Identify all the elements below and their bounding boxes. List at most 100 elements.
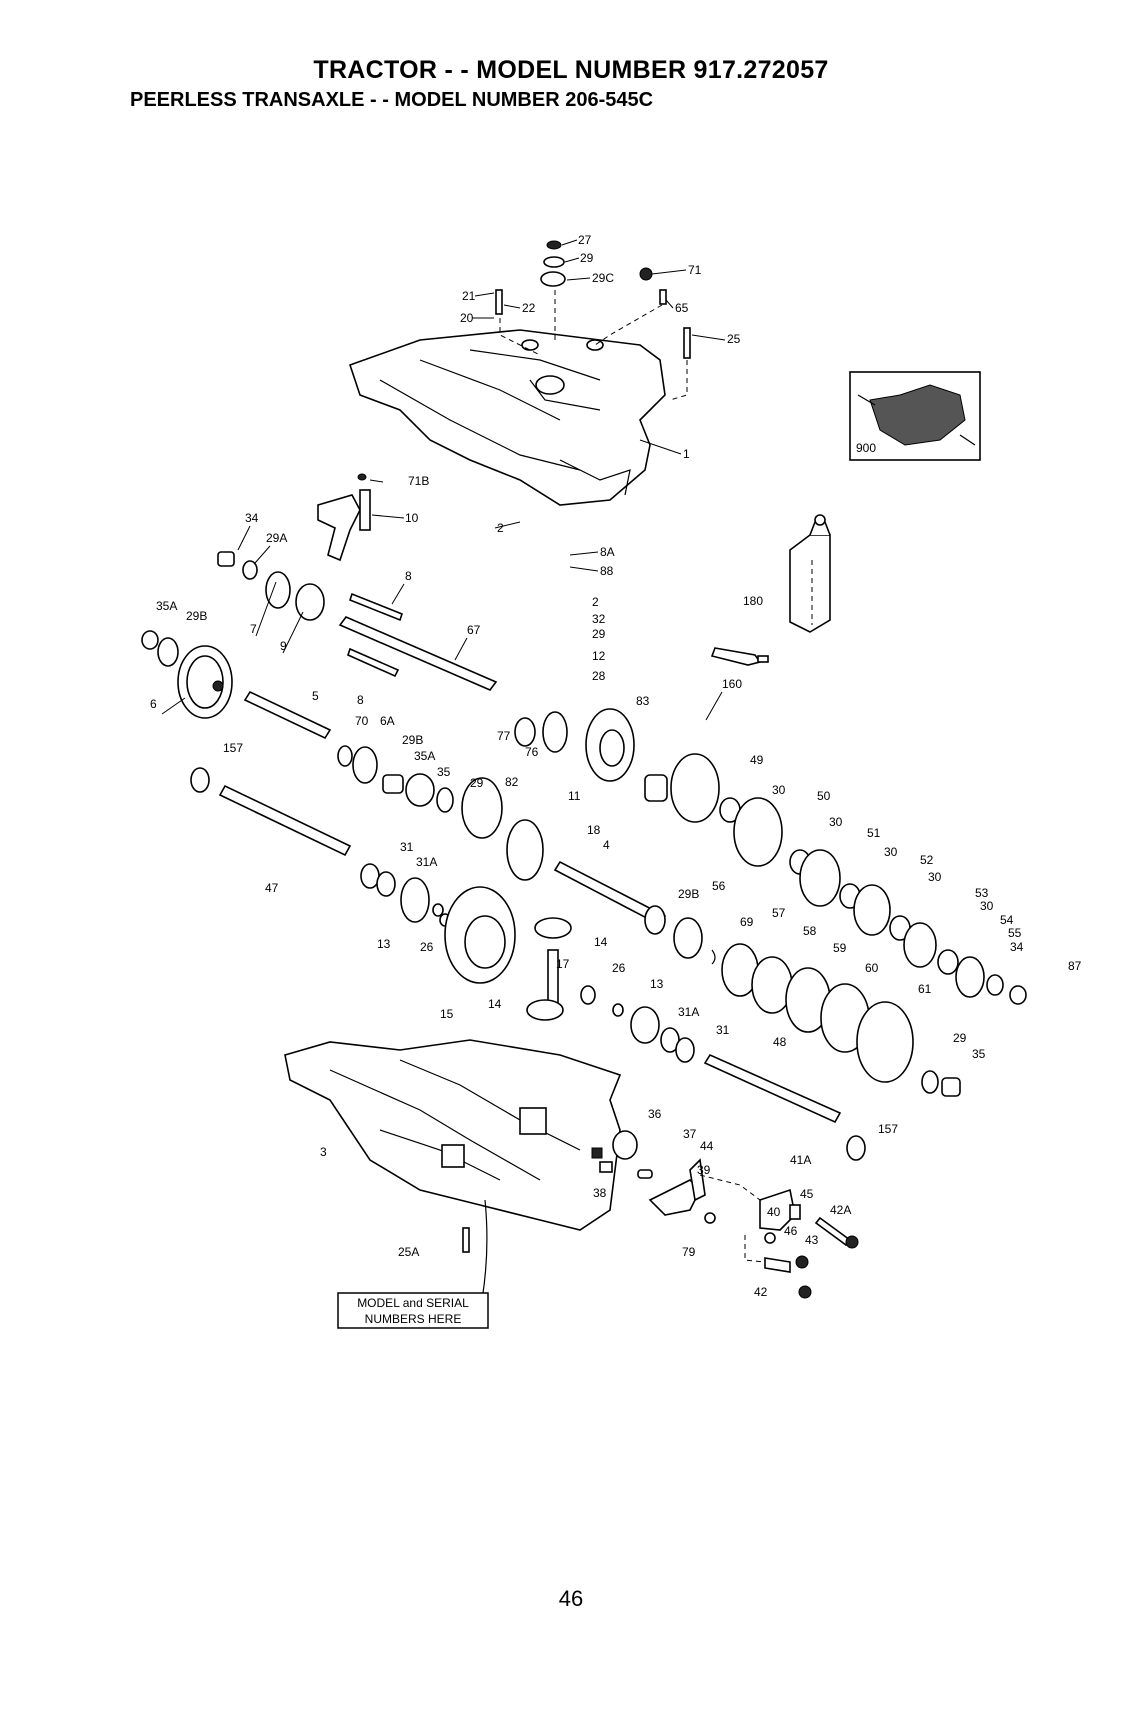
part-label: 31 <box>400 840 414 854</box>
top-hardware <box>495 240 691 401</box>
upper-housing <box>348 329 666 506</box>
shift-fork <box>317 473 371 562</box>
part-label: 60 <box>865 961 879 975</box>
part-label: 1 <box>683 447 690 461</box>
part-label: 13 <box>650 977 664 991</box>
part-label: 56 <box>712 879 726 893</box>
part-label: 70 <box>355 714 369 728</box>
part-label: 29 <box>470 776 484 790</box>
part-label: 6A <box>380 714 395 728</box>
part-label: 35 <box>972 1047 986 1061</box>
part-label: 29C <box>592 271 614 285</box>
part-label: 29 <box>953 1031 967 1045</box>
part-label: 42A <box>830 1203 851 1217</box>
part-label: 79 <box>682 1245 696 1259</box>
part-label: 26 <box>612 961 626 975</box>
part-label: 41A <box>790 1153 811 1167</box>
part-label: 58 <box>803 924 817 938</box>
part-label: 21 <box>462 289 476 303</box>
page-number: 46 <box>558 1586 584 1611</box>
part-label: 5 <box>312 689 319 703</box>
part-label: 8 <box>357 693 364 707</box>
part-label: 35 <box>437 765 451 779</box>
brake-assembly <box>591 1130 859 1299</box>
part-label: 51 <box>867 826 881 840</box>
part-label: 157 <box>223 741 243 755</box>
part-label: 34 <box>245 511 259 525</box>
left-gear-cluster <box>141 551 325 719</box>
part-label: 35A <box>414 749 435 763</box>
part-label: 40 <box>767 1205 781 1219</box>
part-label: 29A <box>266 531 287 545</box>
part-label: 25A <box>398 1245 419 1259</box>
part-label: 53 <box>975 886 989 900</box>
part-label: 43 <box>805 1233 819 1247</box>
part-label: 29B <box>402 733 423 747</box>
part-label: 83 <box>636 694 650 708</box>
part-label: 11 <box>568 789 581 803</box>
middle-gears <box>337 708 1027 1005</box>
part-label: 13 <box>377 937 391 951</box>
part-label: 29 <box>592 627 606 641</box>
part-label: 9 <box>280 639 287 653</box>
part-label: 29 <box>580 251 594 265</box>
inset-transaxle-box <box>849 371 981 461</box>
part-label: 48 <box>773 1035 787 1049</box>
shafts <box>218 592 842 1124</box>
part-label: 30 <box>884 845 898 859</box>
part-label: 4 <box>603 838 610 852</box>
page-title: TRACTOR - - MODEL NUMBER 917.272057 <box>313 56 829 84</box>
part-label: 45 <box>800 1187 814 1201</box>
oil-bottle <box>789 514 831 633</box>
part-label: 31 <box>716 1023 730 1037</box>
part-label: 28 <box>592 669 606 683</box>
part-label: 29B <box>678 887 699 901</box>
part-label: 30 <box>772 783 786 797</box>
part-label: 15 <box>440 1007 454 1021</box>
page-subtitle: PEERLESS TRANSAXLE - - MODEL NUMBER 206-… <box>130 89 654 111</box>
part-label: 31A <box>678 1005 699 1019</box>
part-label: 57 <box>772 906 786 920</box>
part-label: 71 <box>688 263 702 277</box>
part-label: 10 <box>405 511 419 525</box>
part-label: 35A <box>156 599 177 613</box>
model-serial-notice: MODEL and SERIAL NUMBERS HERE <box>337 1292 489 1329</box>
part-label: 61 <box>918 982 932 996</box>
part-label: 30 <box>829 815 843 829</box>
lower-housing <box>284 1039 622 1301</box>
part-labels: 27 29 29C 71 21 22 20 65 25 1 900 71B 10… <box>150 233 1082 1299</box>
notice-line-2: NUMBERS HERE <box>365 1312 462 1326</box>
part-label: 3 <box>320 1145 327 1159</box>
lower-gears <box>190 767 961 1161</box>
part-label: 6 <box>150 697 157 711</box>
part-label: 27 <box>578 233 592 247</box>
part-label: 31A <box>416 855 437 869</box>
part-label: 77 <box>497 729 511 743</box>
part-label: 160 <box>722 677 742 691</box>
part-label: 17 <box>556 957 570 971</box>
part-label: 76 <box>525 745 539 759</box>
part-label: 59 <box>833 941 847 955</box>
part-label: 37 <box>683 1127 697 1141</box>
part-label: 69 <box>740 915 754 929</box>
part-label: 52 <box>920 853 934 867</box>
part-label: 14 <box>488 997 502 1011</box>
part-label: 25 <box>727 332 741 346</box>
part-label: 44 <box>700 1139 714 1153</box>
leader-lines <box>161 239 726 721</box>
part-label: 71B <box>408 474 429 488</box>
part-label: 49 <box>750 753 764 767</box>
part-label: 30 <box>928 870 942 884</box>
part-label: 30 <box>980 899 994 913</box>
part-label: 8 <box>405 569 412 583</box>
part-label: 87 <box>1068 959 1082 973</box>
part-label: 82 <box>505 775 519 789</box>
part-label: 26 <box>420 940 434 954</box>
part-label: 8A <box>600 545 615 559</box>
part-label: 12 <box>592 649 606 663</box>
part-label: 55 <box>1008 926 1022 940</box>
grease-tube <box>710 647 769 666</box>
part-label: 20 <box>460 311 474 325</box>
part-label: 157 <box>878 1122 898 1136</box>
